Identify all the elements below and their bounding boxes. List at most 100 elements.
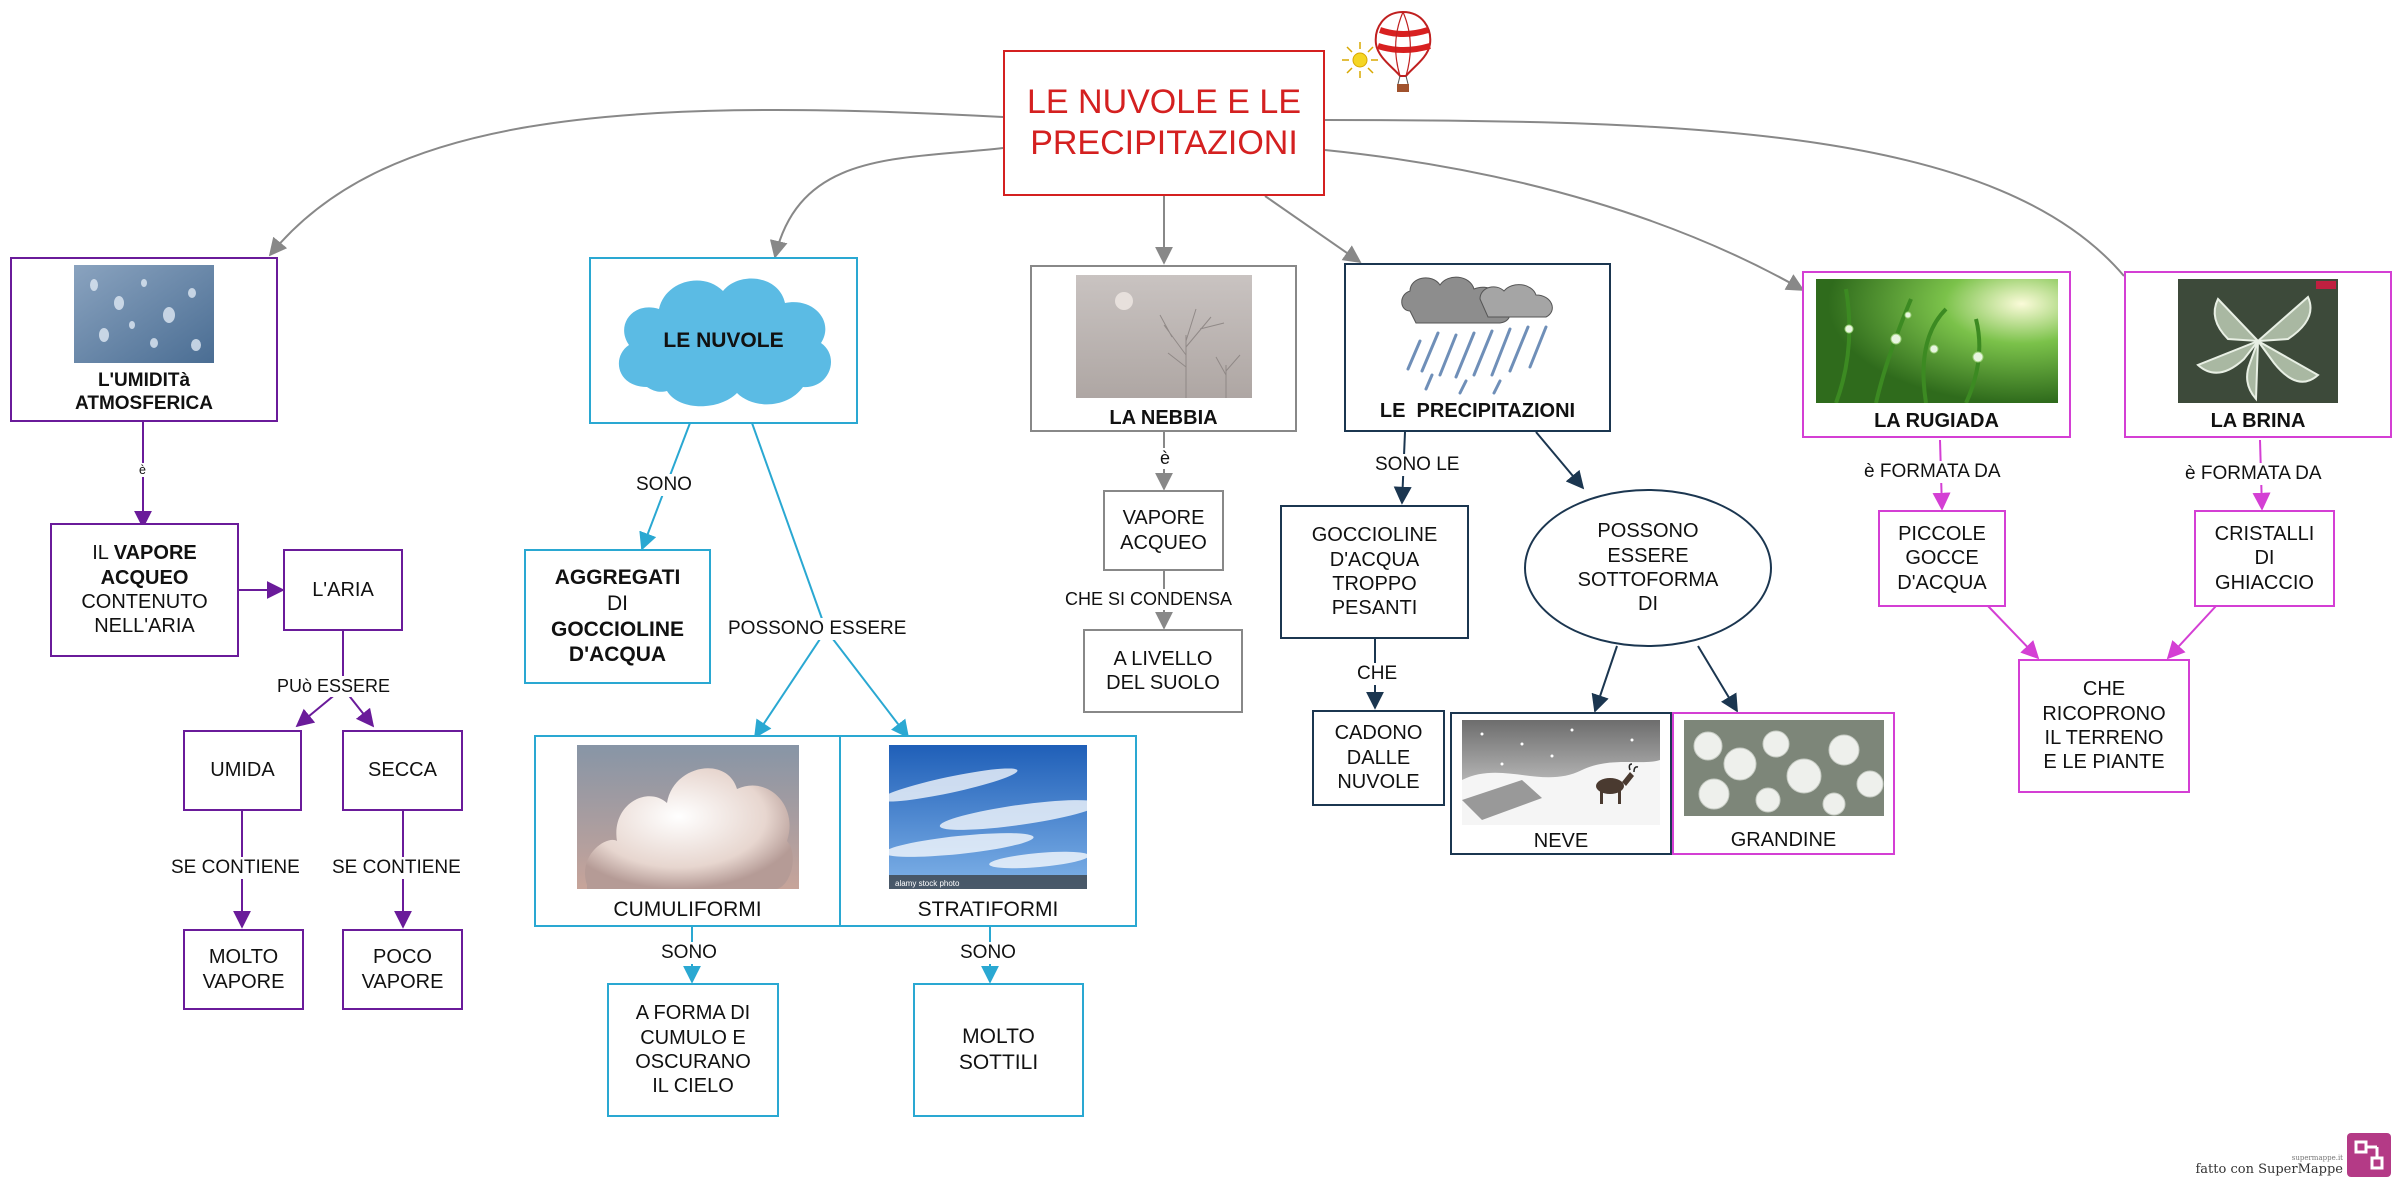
branding-text: supermappe.it fatto con SuperMappe (2195, 1154, 2344, 1177)
node-neve-label: NEVE (1533, 829, 1589, 852)
link-label-possono-essere: POSSONO ESSERE (726, 618, 909, 640)
condensation-drops-photo (74, 265, 214, 363)
node-brina-label: LA BRINA (2210, 410, 2306, 432)
node-nebbia-label: LA NEBBIA (1109, 406, 1218, 429)
dew-grass-photo (1815, 279, 2058, 403)
link-split-strati (825, 629, 910, 739)
fog-tree-photo (1075, 275, 1252, 398)
branding-made-with: fatto con SuperMappe (2195, 1161, 2344, 1177)
node-ricoprono-label: CHE RICOPRONO IL TERRENO E LE PIANTE (2042, 678, 2166, 774)
link-title-brina (1324, 119, 2125, 277)
link-label-che: CHE (1355, 663, 1400, 685)
cumulus-cloud-photo (576, 745, 799, 889)
node-cristalli: CRISTALLI DI GHIACCIO (2194, 510, 2335, 607)
hot-air-balloon-icon (1374, 10, 1432, 92)
link-possono-neve (1591, 645, 1618, 713)
node-forma-cumulo-label: A FORMA DI CUMULO E OSCURANO IL CIELO (635, 1002, 751, 1098)
link-label-e-1: è (137, 463, 148, 477)
node-piccole-gocce-label: PICCOLE GOCCE D'ACQUA (1897, 522, 1987, 594)
node-cadono-label: CADONO DALLE NUVOLE (1334, 722, 1423, 794)
node-nuvole: LE NUVOLE (589, 257, 858, 424)
page-title: LE NUVOLE E LE PRECIPITAZIONI (1026, 83, 1301, 162)
link-label-sono-le: SONO LE (1373, 454, 1462, 476)
node-molto-sottili: MOLTO SOTTILI (913, 983, 1084, 1117)
link-label-sono-strati: SONO (958, 942, 1018, 964)
link-nuvole-split (751, 422, 827, 631)
link-possono-grandine (1697, 645, 1738, 713)
node-goccioline-pesanti-label: GOCCIOLINE D'ACQUA TROPPO PESANTI (1311, 524, 1438, 620)
link-cristalli-ricoprono (2166, 605, 2217, 660)
node-vapore-acqueo-label: VAPORE ACQUEO (1120, 507, 1207, 554)
link-label-che-si-condensa: CHE SI CONDENSA (1063, 589, 1235, 610)
title-node: LE NUVOLE E LE PRECIPITAZIONI (1003, 50, 1325, 196)
node-livello-suolo-label: A LIVELLO DEL SUOLO (1106, 647, 1220, 694)
node-poco-vapore-label: POCO VAPORE (361, 946, 444, 993)
node-stratiformi-label: STRATIFORMI (917, 898, 1059, 921)
link-prec-possono (1535, 431, 1585, 490)
node-vapore-bold: VAPORE ACQUEO (100, 542, 197, 589)
link-label-sono-cumuli: SONO (659, 942, 719, 964)
node-umidita-label: L'UMIDITà ATMOSFERICA (75, 370, 213, 415)
sun-icon (1342, 42, 1378, 78)
node-molto-sottili-label: MOLTO SOTTILI (958, 1025, 1039, 1074)
node-precipitazioni: LE PRECIPITAZIONI (1344, 263, 1611, 432)
node-aggregati-label: AGGREGATI (554, 566, 681, 590)
link-label-formata-da-1: è FORMATA DA (1862, 461, 2003, 483)
link-label-puo-essere: PUò ESSERE (275, 676, 393, 697)
link-piccole-ricoprono (1987, 605, 2040, 660)
node-rugiada-label: LA RUGIADA (1874, 410, 1999, 432)
node-cristalli-label: CRISTALLI DI GHIACCIO (2214, 522, 2315, 594)
node-cumuliformi-label: CUMULIFORMI (613, 898, 762, 921)
node-possono-sottoforma: POSSONO ESSERE SOTTOFORMA DI (1524, 489, 1772, 647)
node-umidita: L'UMIDITà ATMOSFERICA (10, 257, 278, 422)
node-poco-vapore: POCO VAPORE (342, 929, 463, 1010)
node-possono-sottoforma-label: POSSONO ESSERE SOTTOFORMA DI (1577, 520, 1719, 616)
link-label-e-2: è (1158, 448, 1173, 469)
link-label-se-contiene-1: SE CONTIENE (169, 857, 302, 879)
node-aggregati: AGGREGATI DI GOCCIOLINE D'ACQUA (524, 549, 711, 684)
hailstones-photo (1683, 720, 1884, 816)
node-forma-cumulo: A FORMA DI CUMULO E OSCURANO IL CIELO (607, 983, 779, 1117)
node-umida: UMIDA (183, 730, 302, 811)
link-title-rugiada (1324, 149, 1805, 291)
node-vapore-acqueo-contenuto: IL VAPORE ACQUEO CONTENUTO NELL'ARIA (50, 523, 239, 657)
node-grandine-label: GRANDINE (1730, 829, 1837, 851)
node-rugiada: LA RUGIADA (1802, 271, 2071, 438)
node-brina: LA BRINA (2124, 271, 2392, 438)
node-nuvole-label: LE NUVOLE (663, 328, 784, 352)
node-secca-label: SECCA (368, 759, 437, 782)
node-secca: SECCA (342, 730, 463, 811)
node-molto-vapore: MOLTO VAPORE (183, 929, 304, 1010)
supermappe-logo-icon[interactable] (2347, 1133, 2391, 1177)
node-vapore-post: CONTENUTO NELL'ARIA (81, 591, 208, 638)
node-umida-label: UMIDA (210, 759, 275, 782)
link-label-se-contiene-2: SE CONTIENE (330, 857, 463, 879)
node-livello-suolo: A LIVELLO DEL SUOLO (1083, 629, 1243, 713)
link-title-nuvole (769, 147, 1004, 259)
node-ricoprono: CHE RICOPRONO IL TERRENO E LE PIANTE (2018, 659, 2190, 793)
node-aggregati-di: DI (607, 591, 628, 615)
cloud-shape (618, 278, 832, 407)
node-vapore-pre: IL (92, 542, 109, 565)
stratus-cloud-photo: alamy stock photo (889, 745, 1087, 889)
node-precipitazioni-label: LE PRECIPITAZIONI (1379, 400, 1576, 422)
node-aggregati-goccioline: GOCCIOLINE D'ACQUA (550, 617, 684, 667)
node-stratiformi: alamy stock photo STRATIFORMI (839, 735, 1137, 927)
snow-chamois-photo (1462, 720, 1660, 825)
link-label-sono: SONO (634, 474, 694, 496)
node-vapore-acqueo: VAPORE ACQUEO (1103, 490, 1224, 571)
node-vapore-line1: IL VAPORE ACQUEO (52, 541, 237, 590)
stock-watermark: alamy stock photo (895, 879, 960, 888)
node-cadono: CADONO DALLE NUVOLE (1312, 710, 1445, 806)
node-piccole-gocce: PICCOLE GOCCE D'ACQUA (1878, 510, 2006, 607)
node-cumuliformi: CUMULIFORMI (534, 735, 841, 927)
rain-cloud-icon (1395, 271, 1560, 397)
node-molto-vapore-label: MOLTO VAPORE (202, 946, 285, 993)
node-nebbia: LA NEBBIA (1030, 265, 1297, 432)
link-split-cumuli (754, 629, 827, 739)
link-label-formata-da-2: è FORMATA DA (2183, 463, 2324, 485)
link-title-umidita (268, 108, 1004, 257)
node-grandine: GRANDINE (1672, 712, 1895, 855)
branding-site: supermappe.it (2291, 1154, 2343, 1163)
